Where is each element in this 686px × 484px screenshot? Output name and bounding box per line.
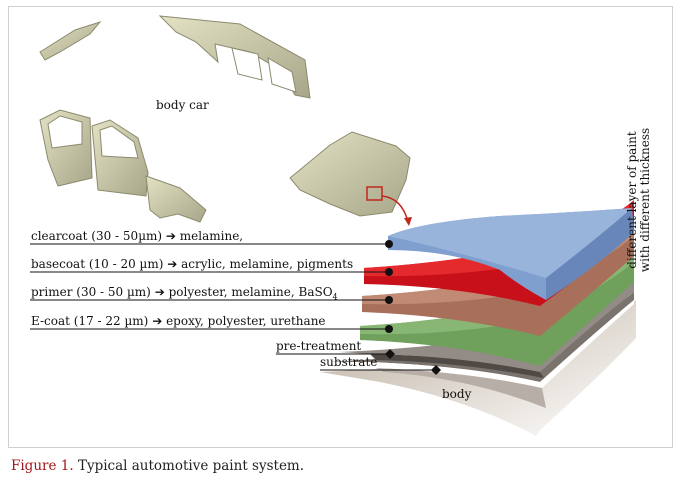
car-roof-panel — [39, 21, 102, 61]
car-body-frame — [158, 15, 311, 99]
car-rear-door — [91, 119, 149, 197]
primer-subscript: 4 — [332, 292, 338, 302]
clearcoat-label: clearcoat (30 - 50µm) ➔ melamine, — [31, 229, 243, 243]
e-coat-materials: epoxy, polyester, urethane — [166, 314, 326, 328]
substrate-marker — [431, 365, 441, 375]
leader-lines — [30, 243, 436, 371]
clearcoat-marker — [385, 240, 393, 248]
primer-materials: polyester, melamine, BaSO — [168, 285, 333, 299]
layer-clearcoat — [388, 208, 634, 300]
substrate-label: substrate — [320, 355, 378, 369]
layer-pre-treatment — [340, 282, 634, 378]
primer-name: primer (30 - 50 µm) — [31, 285, 151, 299]
body-label: body — [442, 387, 472, 401]
figure-number: Figure 1. — [11, 458, 74, 474]
car-hood — [289, 131, 411, 217]
car-rear-fender — [145, 175, 207, 223]
e-coat-name: E-coat (17 - 22 µm) — [31, 314, 149, 328]
right-arrow-icon: ➔ — [167, 257, 178, 271]
primer-label: primer (30 - 50 µm) ➔ polyester, melamin… — [31, 285, 338, 304]
car-front-door — [39, 109, 93, 187]
right-arrow-icon: ➔ — [154, 285, 165, 299]
clearcoat-name: clearcoat (30 - 50µm) — [31, 229, 163, 243]
primer-marker — [385, 296, 393, 304]
zoom-callout-box — [366, 186, 383, 201]
basecoat-materials: acrylic, melamine, pigments — [181, 257, 354, 271]
side-note-line2: with different thickness — [638, 127, 652, 273]
side-note: different layer of paint with different … — [625, 100, 652, 300]
pre-treatment-marker — [385, 349, 395, 359]
pre-treatment-label: pre-treatment — [276, 339, 362, 353]
clearcoat-materials: melamine, — [179, 229, 244, 243]
right-arrow-icon: ➔ — [152, 314, 163, 328]
caption-text: Typical automotive paint system. — [77, 458, 305, 474]
e-coat-marker — [385, 325, 393, 333]
right-arrow-icon: ➔ — [165, 229, 176, 243]
basecoat-label: basecoat (10 - 20 µm) ➔ acrylic, melamin… — [31, 257, 353, 271]
basecoat-name: basecoat (10 - 20 µm) — [31, 257, 164, 271]
basecoat-marker — [385, 268, 393, 276]
e-coat-label: E-coat (17 - 22 µm) ➔ epoxy, polyester, … — [31, 314, 326, 328]
body-car-label: body car — [156, 98, 209, 112]
figure-caption: Figure 1. Typical automotive paint syste… — [11, 458, 304, 474]
